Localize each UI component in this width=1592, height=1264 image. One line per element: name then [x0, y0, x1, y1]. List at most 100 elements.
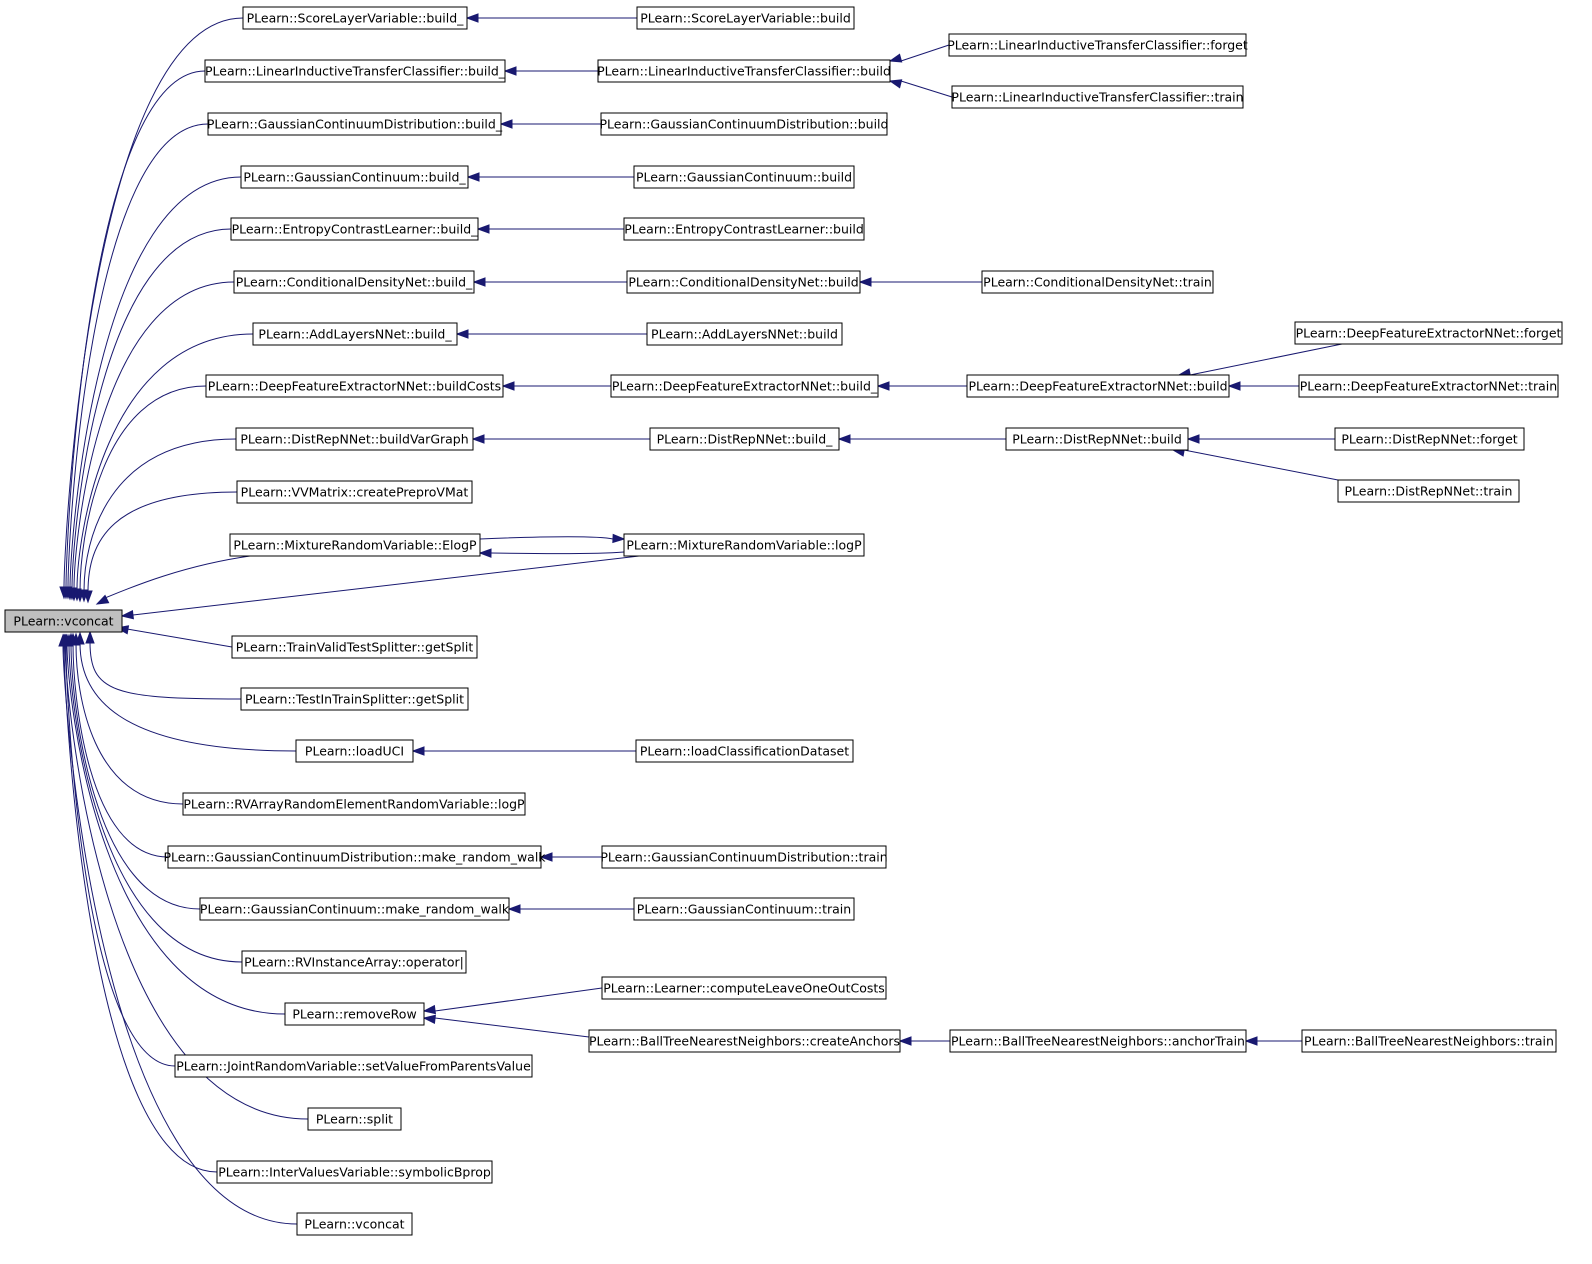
node-c10[interactable]: PLearn::VVMatrix::createPreproVMat: [236, 480, 473, 504]
node-c11[interactable]: PLearn::MixtureRandomVariable::ElogP: [229, 533, 481, 557]
node-c7[interactable]: PLearn::AddLayersNNet::build_: [252, 322, 458, 346]
node-box: [597, 59, 891, 83]
node-c8[interactable]: PLearn::DeepFeatureExtractorNNet::buildC…: [205, 374, 504, 398]
node-box: [626, 270, 861, 294]
node-box: [199, 897, 510, 921]
edge-line: [900, 44, 950, 62]
node-c22[interactable]: PLearn::InterValuesVariable::symbolicBpr…: [216, 1160, 493, 1184]
node-f8a[interactable]: PLearn::DeepFeatureExtractorNNet::forget: [1294, 321, 1563, 345]
edge-arrowhead: [476, 224, 490, 234]
node-c15[interactable]: PLearn::RVArrayRandomElementRandomVariab…: [182, 792, 526, 816]
edge-d8-to-c8: [501, 381, 611, 391]
edge-d1-to-c1: [465, 13, 637, 23]
node-d7[interactable]: PLearn::AddLayersNNet::build: [646, 322, 843, 346]
node-d8[interactable]: PLearn::DeepFeatureExtractorNNet::build_: [610, 374, 879, 398]
node-label: PLearn::split: [316, 1112, 393, 1127]
node-label: PLearn::LinearInductiveTransferClassifie…: [597, 64, 891, 79]
edge-e6-to-d6: [858, 277, 982, 287]
edge-line: [126, 628, 233, 648]
node-box: [167, 845, 542, 869]
node-label: PLearn::EntropyContrastLearner::build_: [232, 222, 479, 237]
node-c1[interactable]: PLearn::ScoreLayerVariable::build_: [242, 6, 468, 30]
edge-line: [71, 228, 232, 590]
node-label: PLearn::GaussianContinuum::build_: [243, 170, 466, 185]
node-f19[interactable]: PLearn::BallTreeNearestNeighbors::train: [1301, 1029, 1557, 1053]
node-label: PLearn::TrainValidTestSplitter::getSplit: [236, 640, 474, 655]
edge-arrowhead: [465, 13, 479, 23]
node-f8b[interactable]: PLearn::DeepFeatureExtractorNNet::train: [1298, 374, 1559, 398]
edge-line: [479, 536, 614, 540]
node-d3[interactable]: PLearn::GaussianContinuumDistribution::b…: [600, 112, 889, 136]
edge-d4-to-c4: [466, 172, 634, 182]
node-d17[interactable]: PLearn::GaussianContinuum::train: [633, 897, 855, 921]
node-box: [610, 374, 879, 398]
edge-arrowhead: [837, 434, 851, 444]
edge-arrowhead: [83, 590, 93, 604]
node-e2a[interactable]: PLearn::LinearInductiveTransferClassifie…: [947, 33, 1248, 57]
node-d14[interactable]: PLearn::loadClassificationDataset: [635, 739, 854, 763]
node-box: [204, 59, 506, 83]
node-d19a[interactable]: PLearn::Learner::computeLeaveOneOutCosts: [601, 976, 887, 1000]
node-d5[interactable]: PLearn::EntropyContrastLearner::build: [623, 217, 865, 241]
edge-arrowhead: [888, 79, 903, 89]
node-d6[interactable]: PLearn::ConditionalDensityNet::build: [626, 270, 861, 294]
node-c3[interactable]: PLearn::GaussianContinuumDistribution::b…: [207, 112, 503, 136]
node-c4[interactable]: PLearn::GaussianContinuum::build_: [240, 165, 469, 189]
node-e19[interactable]: PLearn::BallTreeNearestNeighbors::anchor…: [949, 1029, 1247, 1053]
node-c9[interactable]: PLearn::DistRepNNet::buildVarGraph: [235, 427, 474, 451]
node-box: [949, 1029, 1247, 1053]
node-c14[interactable]: PLearn::loadUCI: [295, 739, 414, 763]
node-d9[interactable]: PLearn::DistRepNNet::build_: [649, 427, 840, 451]
node-c5[interactable]: PLearn::EntropyContrastLearner::build_: [230, 217, 479, 241]
node-label: PLearn::Learner::computeLeaveOneOutCosts: [603, 981, 885, 996]
node-c6[interactable]: PLearn::ConditionalDensityNet::build_: [233, 270, 475, 294]
node-d11[interactable]: PLearn::MixtureRandomVariable::logP: [623, 533, 865, 557]
edge-c11-to-d11: [479, 533, 626, 544]
edge-line: [104, 555, 251, 599]
edge-arrowhead: [422, 1004, 437, 1015]
node-label: PLearn::ScoreLayerVariable::build_: [247, 11, 465, 26]
node-label: PLearn::GaussianContinuumDistribution::b…: [600, 117, 889, 132]
node-c19[interactable]: PLearn::removeRow: [284, 1002, 425, 1026]
node-c18[interactable]: PLearn::RVInstanceArray::operator|: [241, 950, 467, 974]
node-label: PLearn::DeepFeatureExtractorNNet::build_: [612, 379, 878, 394]
edge-line: [87, 491, 238, 593]
node-c21[interactable]: PLearn::split: [307, 1107, 402, 1131]
node-c2[interactable]: PLearn::LinearInductiveTransferClassifie…: [204, 59, 506, 83]
node-label: PLearn::GaussianContinuum::build: [636, 170, 852, 185]
node-d1[interactable]: PLearn::ScoreLayerVariable::build: [636, 6, 855, 30]
edge-line: [83, 438, 237, 592]
edge-line: [79, 642, 297, 752]
edge-line: [900, 80, 953, 98]
node-d19b[interactable]: PLearn::BallTreeNearestNeighbors::create…: [588, 1029, 901, 1053]
node-e8[interactable]: PLearn::DeepFeatureExtractorNNet::build: [966, 374, 1230, 398]
node-e9[interactable]: PLearn::DistRepNNet::build: [1005, 427, 1189, 451]
node-c13[interactable]: PLearn::TestInTrainSplitter::getSplit: [240, 687, 469, 711]
node-box: [295, 739, 414, 763]
node-root[interactable]: PLearn::vconcat: [4, 609, 123, 633]
node-box: [588, 1029, 901, 1053]
edge-arrowhead: [411, 746, 425, 756]
node-d4[interactable]: PLearn::GaussianContinuum::build: [633, 165, 855, 189]
node-c23[interactable]: PLearn::vconcat: [296, 1212, 413, 1236]
node-box: [242, 6, 468, 30]
node-d2[interactable]: PLearn::LinearInductiveTransferClassifie…: [597, 59, 891, 83]
edge-c10-to-root: [83, 491, 238, 604]
node-e6[interactable]: PLearn::ConditionalDensityNet::train: [981, 270, 1214, 294]
node-label: PLearn::ConditionalDensityNet::train: [983, 275, 1212, 290]
edge-line: [1189, 343, 1343, 376]
edge-arrowhead: [472, 277, 486, 287]
node-c12[interactable]: PLearn::TrainValidTestSplitter::getSplit: [231, 635, 478, 659]
node-e2b[interactable]: PLearn::LinearInductiveTransferClassifie…: [951, 85, 1244, 109]
edge-layer: [58, 13, 1343, 1225]
edge-e9-to-d9: [837, 434, 1006, 444]
node-c16[interactable]: PLearn::GaussianContinuumDistribution::m…: [163, 845, 546, 869]
node-d16[interactable]: PLearn::GaussianContinuumDistribution::t…: [600, 845, 888, 869]
node-c20[interactable]: PLearn::JointRandomVariable::setValueFro…: [174, 1054, 533, 1078]
node-f9b[interactable]: PLearn::DistRepNNet::train: [1337, 479, 1520, 503]
edge-f9b-to-e9: [1171, 447, 1339, 481]
node-c17[interactable]: PLearn::GaussianContinuum::make_random_w…: [199, 897, 510, 921]
node-f9a[interactable]: PLearn::DistRepNNet::forget: [1334, 427, 1525, 451]
edge-arrowhead: [898, 1036, 912, 1046]
